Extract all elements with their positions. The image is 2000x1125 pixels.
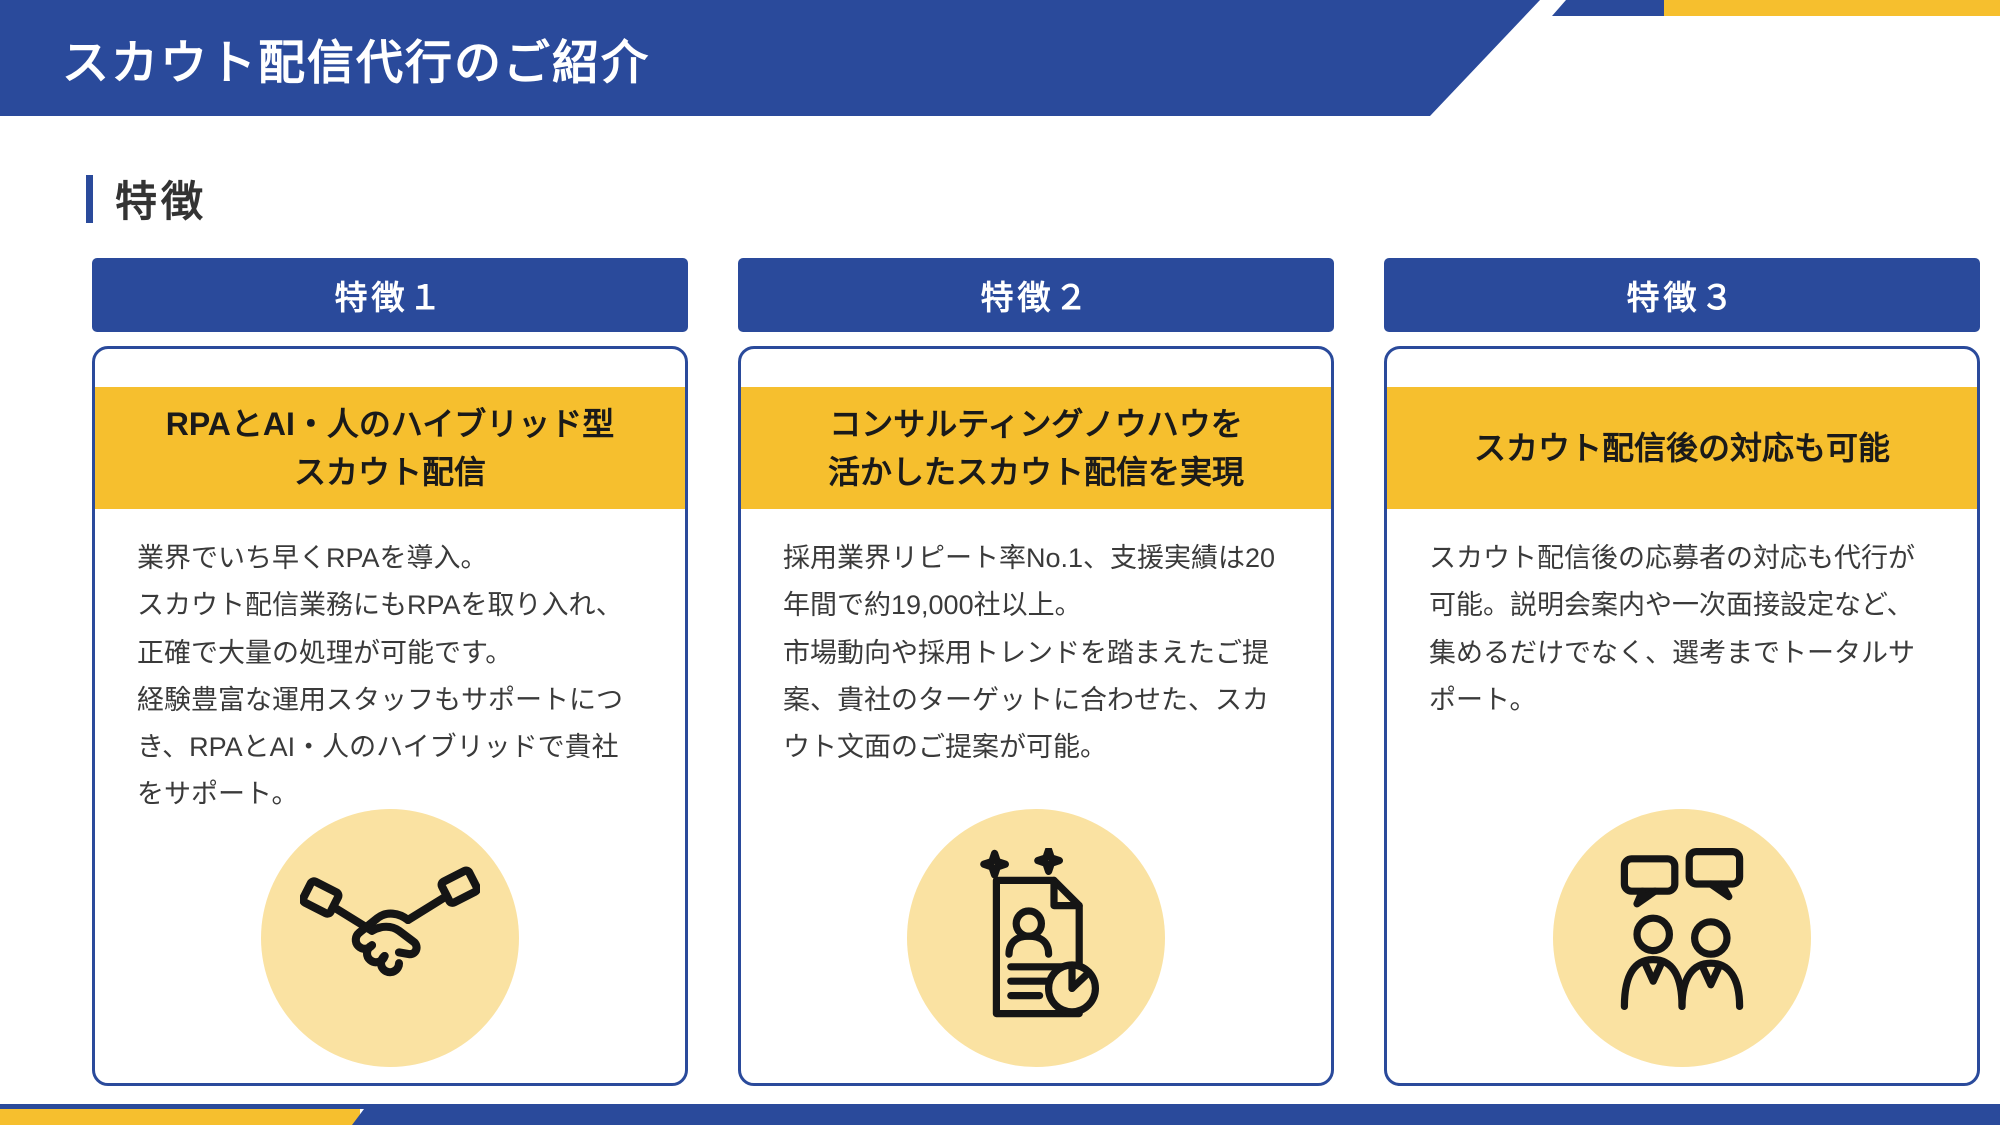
section-heading: 特徴 [86, 168, 207, 229]
feature-icon-circle [907, 809, 1165, 1067]
feature-card: コンサルティングノウハウを 活かしたスカウト配信を実現 採用業界リピート率No.… [738, 346, 1334, 1086]
feature-column-1: 特徴１ RPAとAI・人のハイブリッド型 スカウト配信 業界でいち早くRPAを導… [92, 258, 688, 1086]
people-conversation-icon [1620, 848, 1744, 1010]
footer-accent-yellow [0, 1109, 360, 1125]
feature-body: 採用業界リピート率No.1、支援実績は20年間で約19,000社以上。 市場動向… [783, 543, 1276, 762]
feature-title: RPAとAI・人のハイブリッド型 スカウト配信 [95, 387, 685, 509]
feature-badge: 特徴２ [738, 258, 1334, 332]
slide-title: スカウト配信代行のご紹介 [62, 35, 650, 89]
handshake-icon [300, 866, 480, 977]
features-row: 特徴１ RPAとAI・人のハイブリッド型 スカウト配信 業界でいち早くRPAを導… [92, 258, 1980, 1086]
feature-badge: 特徴１ [92, 258, 688, 332]
footer-bar-navy [352, 1109, 2000, 1125]
footer-hairline [0, 1104, 2000, 1109]
feature-card: RPAとAI・人のハイブリッド型 スカウト配信 業界でいち早くRPAを導入。 ス… [92, 346, 688, 1086]
feature-column-3: 特徴３ スカウト配信後の対応も可能 スカウト配信後の応募者の対応も代行が可能。説… [1384, 258, 1980, 1086]
resume-analysis-icon [980, 848, 1099, 1018]
feature-title: スカウト配信後の対応も可能 [1387, 387, 1977, 509]
feature-icon-circle [261, 809, 519, 1067]
header-band [0, 0, 1540, 116]
section-heading-bar [86, 174, 93, 223]
feature-icon-circle [1553, 809, 1811, 1067]
corner-accent-yellow [1664, 0, 2000, 16]
feature-badge: 特徴３ [1384, 258, 1980, 332]
section-title: 特徴 [115, 178, 208, 225]
feature-body: スカウト配信後の応募者の対応も代行が可能。説明会案内や一次面接設定など、集めるだ… [1429, 543, 1915, 715]
feature-column-2: 特徴２ コンサルティングノウハウを 活かしたスカウト配信を実現 採用業界リピート… [738, 258, 1334, 1086]
feature-title: コンサルティングノウハウを 活かしたスカウト配信を実現 [741, 387, 1331, 509]
feature-body: 業界でいち早くRPAを導入。 スカウト配信業務にもRPAを取り入れ、正確で大量の… [137, 543, 623, 810]
corner-accent-navy [1552, 0, 1664, 16]
feature-card: スカウト配信後の対応も可能 スカウト配信後の応募者の対応も代行が可能。説明会案内… [1384, 346, 1980, 1086]
